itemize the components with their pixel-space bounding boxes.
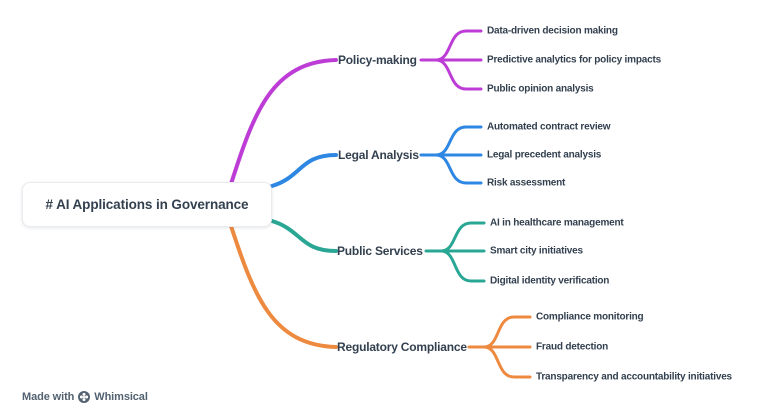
curve-root-to-policy-making <box>229 58 338 186</box>
child-node-automated-contract-review[interactable]: Automated contract review <box>487 121 611 133</box>
curve-public-services-bottom <box>439 249 486 283</box>
curve-policy-making-top <box>434 29 483 62</box>
branch-node-legal-analysis[interactable]: Legal Analysis <box>338 148 419 162</box>
branch-lines-regulatory-compliance <box>229 224 532 379</box>
curve-policy-making-bottom <box>434 58 483 91</box>
curve-public-services-top <box>439 221 486 253</box>
branch-node-public-services[interactable]: Public Services <box>337 244 423 258</box>
made-with-whimsical-badge[interactable]: Made with Whimsical <box>22 391 148 403</box>
branch-node-regulatory-compliance[interactable]: Regulatory Compliance <box>337 340 467 354</box>
child-node-ai-healthcare-management[interactable]: AI in healthcare management <box>490 217 624 229</box>
curve-regulatory-compliance-bottom <box>482 345 532 379</box>
branch-lines-policy-making <box>229 29 483 186</box>
root-node[interactable]: # AI Applications in Governance <box>22 182 272 227</box>
child-node-predictive-analytics-policy-impacts[interactable]: Predictive analytics for policy impacts <box>487 54 661 66</box>
child-node-digital-identity-verification[interactable]: Digital identity verification <box>490 275 610 287</box>
child-node-data-driven-decision-making[interactable]: Data-driven decision making <box>487 25 618 37</box>
child-node-public-opinion-analysis[interactable]: Public opinion analysis <box>487 83 594 95</box>
made-with-label: Made with <box>22 391 75 403</box>
curve-legal-analysis-top <box>434 125 483 157</box>
branch-lines-public-services <box>270 219 486 283</box>
curve-regulatory-compliance-top <box>482 315 532 349</box>
branch-lines-legal-analysis <box>270 125 483 188</box>
child-node-transparency-accountability-initiatives[interactable]: Transparency and accountability initiati… <box>536 371 732 383</box>
curve-root-to-legal-analysis <box>270 153 338 188</box>
whimsical-logo-icon <box>78 391 91 403</box>
curve-root-to-public-services <box>270 219 338 253</box>
root-node-label: # AI Applications in Governance <box>45 197 249 212</box>
curve-root-to-regulatory-compliance <box>229 224 338 349</box>
child-node-smart-city-initiatives[interactable]: Smart city initiatives <box>490 245 583 257</box>
whimsical-brand-label: Whimsical <box>94 391 148 403</box>
child-node-risk-assessment[interactable]: Risk assessment <box>487 177 566 189</box>
curve-legal-analysis-bottom <box>434 153 483 185</box>
child-node-compliance-monitoring[interactable]: Compliance monitoring <box>536 311 644 323</box>
child-node-legal-precedent-analysis[interactable]: Legal precedent analysis <box>487 149 602 161</box>
branch-node-policy-making[interactable]: Policy-making <box>338 53 417 67</box>
child-node-fraud-detection[interactable]: Fraud detection <box>536 341 609 353</box>
